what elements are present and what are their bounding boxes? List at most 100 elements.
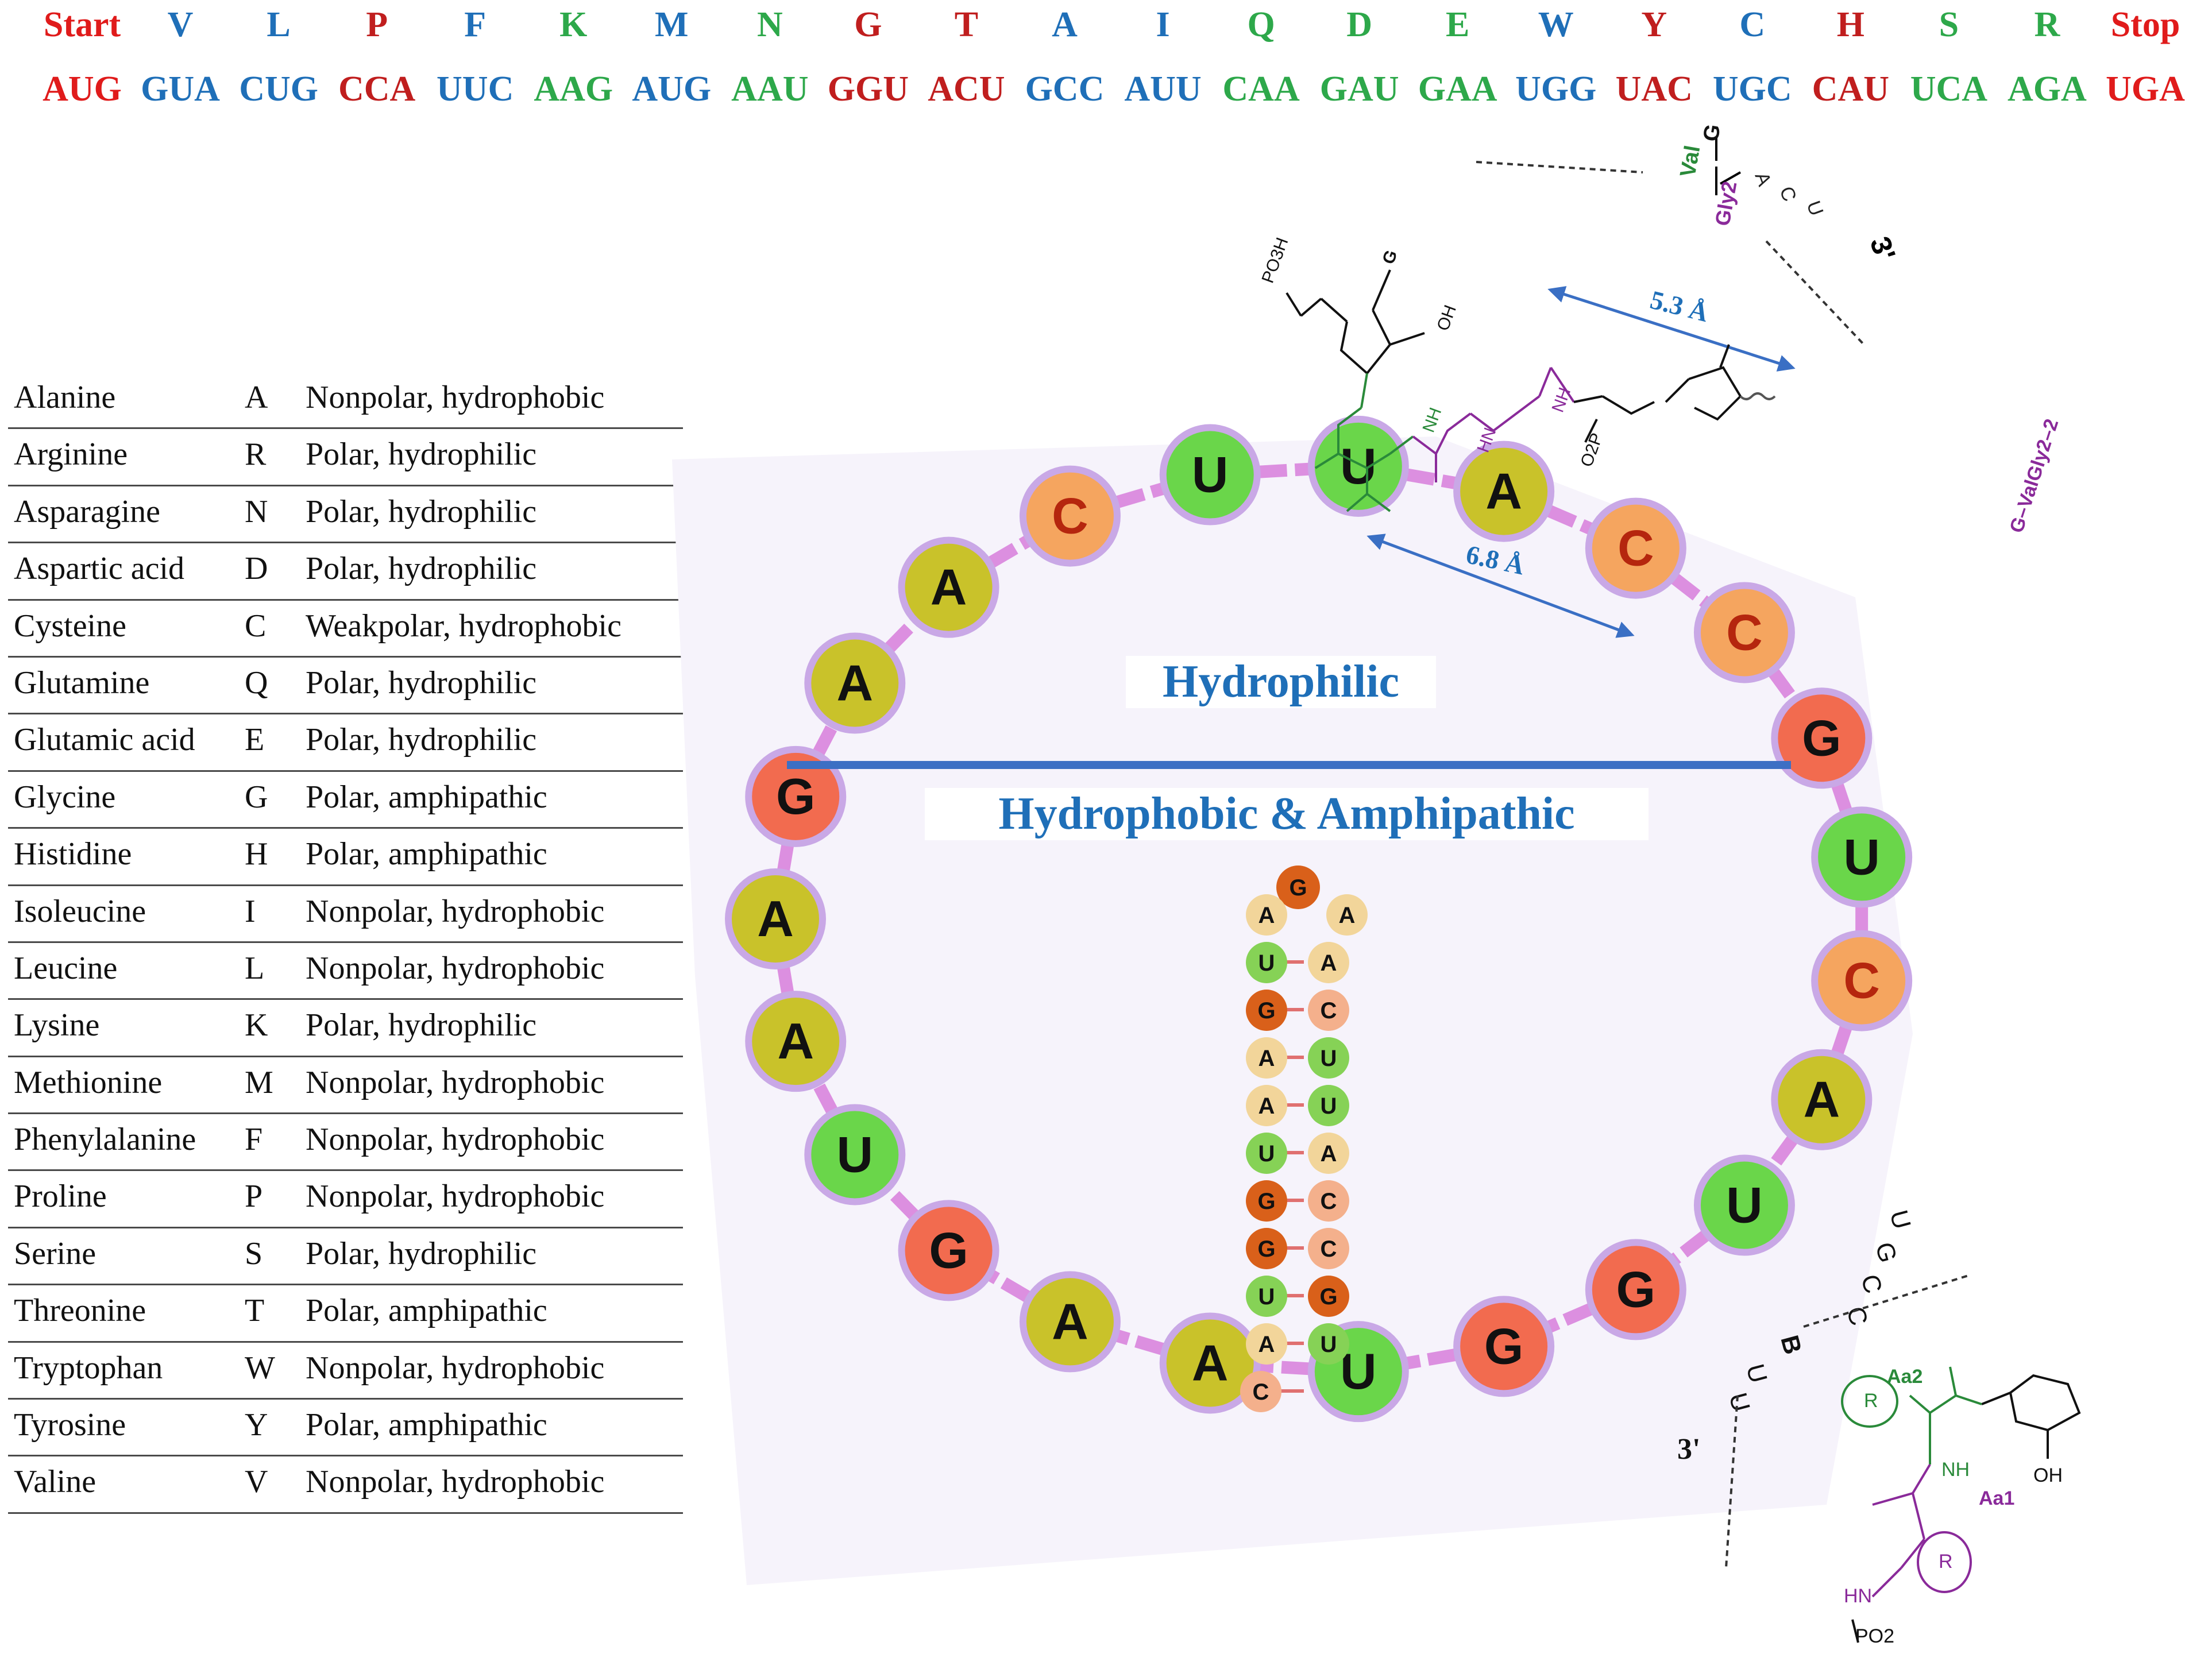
hairpin-letter: C [1321, 998, 1337, 1023]
codon: GCC [1025, 69, 1105, 109]
svg-text:A: A [1750, 169, 1775, 190]
codon: ACU [928, 69, 1005, 109]
nucleotide-circle [1166, 1319, 1254, 1407]
hairpin-letter: U [1259, 950, 1275, 976]
amino-acid-letter: G [854, 5, 882, 44]
amino-acid-name: Lysine [14, 1007, 100, 1044]
svg-text:PO2: PO2 [1855, 1625, 1894, 1647]
amino-acid-code: S [245, 1235, 263, 1272]
amino-acid-code: A [245, 380, 268, 415]
hairpin-nucleotide [1240, 1371, 1281, 1412]
amino-acid-code: E [245, 722, 265, 758]
hairpin-letter: C [1321, 1189, 1337, 1214]
nucleotide-circle [1592, 1246, 1680, 1334]
dashed-line-top [1476, 161, 1643, 173]
hairpin-nucleotide [1308, 1180, 1349, 1222]
svg-text:NH: NH [1419, 405, 1446, 435]
nucleotide-circle [1026, 472, 1114, 560]
nucleotide-letter: G [776, 768, 815, 825]
svg-text:NH: NH [1941, 1459, 1970, 1481]
amino-acid-code: F [245, 1122, 263, 1158]
codon: GGU [827, 69, 909, 109]
svg-text:R: R [1864, 1390, 1878, 1412]
amino-acid-property: Polar, amphipathic [306, 779, 547, 815]
tail-letter: G [1870, 1239, 1902, 1266]
hairpin-nucleotide [1246, 1276, 1287, 1317]
hairpin-letter: G [1257, 1189, 1275, 1214]
nucleotide-circle [1700, 589, 1788, 677]
nucleotide-letter: A [1052, 1293, 1088, 1350]
nucleotide-A: A [1453, 440, 1555, 542]
nucleotide-letter: U [1192, 446, 1229, 503]
amino-acid-name: Isoleucine [14, 893, 146, 929]
nucleotide-circle [1026, 1278, 1114, 1366]
hairpin-nucleotide [1246, 894, 1287, 936]
nucleotide-circle [1460, 1303, 1548, 1390]
codon: CAU [1812, 69, 1890, 109]
nucleotide-G: G [1771, 687, 1873, 789]
svg-text:Aa2: Aa2 [1887, 1366, 1923, 1388]
svg-text:OH: OH [2033, 1465, 2063, 1486]
nucleotide-G: G [1453, 1296, 1555, 1397]
amino-acid-letter: Start [43, 5, 121, 44]
amino-acid-name: Glutamine [14, 664, 150, 701]
nucleotide-circle [1778, 1056, 1866, 1143]
hairpin-nucleotide [1246, 1180, 1287, 1222]
nucleotide-letter: U [1843, 828, 1880, 885]
amino-acid-name: Tryptophan [14, 1350, 163, 1386]
codon: UGG [1515, 69, 1597, 109]
nucleotide-G: G [898, 1200, 999, 1301]
nucleotide-letter: A [931, 559, 967, 616]
nucleotide-U: U [1693, 1154, 1795, 1256]
nucleotide-circle [1778, 694, 1866, 782]
amino-acid-property: Nonpolar, hydrophobic [306, 950, 605, 986]
hairpin-letter: U [1259, 1284, 1275, 1309]
nucleotide-letter: C [1726, 604, 1763, 660]
amino-acid-property: Polar, hydrophilic [306, 551, 537, 587]
nucleotide-C: C [1811, 930, 1913, 1031]
dashed-line-right [1765, 240, 1865, 346]
nucleotide-G: G [745, 745, 847, 847]
amino-acid-name: Leucine [14, 950, 118, 986]
amino-acid-code: Q [245, 664, 268, 701]
nucleotide-letter: A [757, 890, 794, 947]
nucleotide-letter: U [1726, 1177, 1763, 1234]
amino-acid-letter: D [1346, 5, 1372, 44]
hairpin-nucleotide [1246, 942, 1287, 983]
hairpin-letter: A [1259, 903, 1275, 928]
hairpin-nucleotide [1308, 1323, 1349, 1365]
amino-acid-letter: F [464, 5, 487, 44]
svg-text:Aa1: Aa1 [1979, 1487, 2014, 1509]
nucleotide-circle [1818, 813, 1906, 901]
codon: CUG [239, 69, 318, 109]
amino-acid-property: Nonpolar, hydrophobic [306, 1178, 605, 1215]
amino-acid-property: Nonpolar, hydrophobic [306, 380, 605, 415]
amino-acid-letter: T [954, 5, 979, 44]
hairpin-letter: A [1259, 1332, 1275, 1357]
amino-acid-letter: C [1739, 5, 1766, 44]
svg-text:3': 3' [1864, 233, 1902, 265]
nucleotide-circle [732, 875, 819, 963]
codon: GAU [1319, 69, 1399, 109]
codon: CAA [1222, 69, 1300, 109]
amino-acid-letter: P [366, 5, 388, 44]
svg-text:OH: OH [1434, 303, 1460, 334]
codon: GAA [1418, 69, 1497, 109]
codon: UGA [2106, 69, 2185, 109]
nucleotide-circle [1700, 1161, 1788, 1249]
nucleotide-U: U [1307, 415, 1409, 517]
hairpin-letter: C [1321, 1237, 1337, 1262]
hairpin-letter: A [1339, 903, 1356, 928]
amino-acid-code: H [245, 836, 268, 872]
amino-acid-letter: H [1836, 5, 1864, 44]
